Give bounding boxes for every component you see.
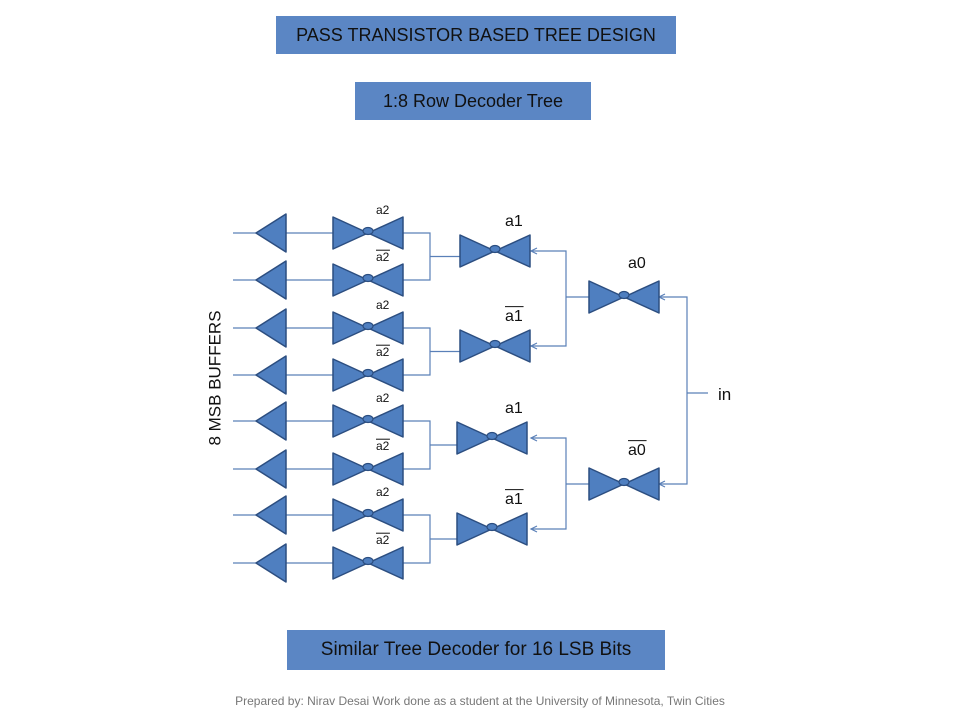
page-title: PASS TRANSISTOR BASED TREE DESIGN xyxy=(276,16,676,54)
buffer-2 xyxy=(255,260,287,300)
buffer-6 xyxy=(255,449,287,489)
page-subtitle: 1:8 Row Decoder Tree xyxy=(355,82,591,120)
input-branch-wire xyxy=(659,296,688,485)
pass-transistor-a2-2 xyxy=(332,263,404,297)
pass-transistor-a1-1 xyxy=(459,234,531,268)
pass-transistor-a0-1 xyxy=(588,280,660,314)
pass-transistor-a2-8 xyxy=(332,546,404,580)
pass-transistor-a2-3 xyxy=(332,311,404,345)
a0-branch-arrow-top-2 xyxy=(529,434,538,442)
label-a0-1: a0 xyxy=(628,255,646,272)
label-a2-7: a2 xyxy=(376,485,390,499)
a0-branch-arrow-top-1 xyxy=(529,247,538,255)
label-a1-1: a1 xyxy=(505,213,523,230)
a0-branch-arrow-bottom-2 xyxy=(529,525,538,533)
a0-branch-wire-2 xyxy=(531,437,567,530)
input-label: in xyxy=(718,385,731,404)
bottom-note: Similar Tree Decoder for 16 LSB Bits xyxy=(287,630,665,670)
buffer-7 xyxy=(255,495,287,535)
pass-transistor-a1-3 xyxy=(456,421,528,455)
wires xyxy=(233,232,708,564)
a0-branch-arrow-bottom-1 xyxy=(529,342,538,350)
label-a2-5: a2 xyxy=(376,391,390,405)
pass-transistor-a1-2 xyxy=(459,329,531,363)
label-a1-4: a1 xyxy=(505,491,523,508)
label-a1-3: a1 xyxy=(505,400,523,417)
label-a2-3: a2 xyxy=(376,298,390,312)
pass-transistor-a2-6 xyxy=(332,452,404,486)
a1-branch-wire-2 xyxy=(403,327,431,376)
label-a2-2: a2 xyxy=(376,250,390,264)
label-a0-2: a0 xyxy=(628,442,646,459)
buffer-4 xyxy=(255,355,287,395)
a1-branch-wire-4 xyxy=(403,514,431,564)
label-a2-1: a2 xyxy=(376,203,390,217)
a1-branch-wire-3 xyxy=(403,420,431,470)
label-a2-6: a2 xyxy=(376,439,390,453)
buffer-group-label: 8 MSB BUFFERS xyxy=(205,310,224,445)
buffer-1 xyxy=(255,213,287,253)
pass-transistor-a1-4 xyxy=(456,512,528,546)
buffer-8 xyxy=(255,543,287,583)
label-a1-2: a1 xyxy=(505,308,523,325)
label-a2-8: a2 xyxy=(376,533,390,547)
signal-labels: a2 a2 a2 a2 a2 a2 a2 a2 a1 a1 a1 a1 a0 a0 xyxy=(376,203,647,547)
pass-transistor-a2-1 xyxy=(332,216,404,250)
pass-transistor-a2-7 xyxy=(332,498,404,532)
a1-branch-wire-1 xyxy=(403,232,431,281)
pass-transistor-a2-5 xyxy=(332,404,404,438)
decoder-shapes xyxy=(255,213,660,583)
footer-credit: Prepared by: Nirav Desai Work done as a … xyxy=(235,694,725,708)
buffer-5 xyxy=(255,401,287,441)
buffer-3 xyxy=(255,308,287,348)
a0-branch-wire-1 xyxy=(531,250,567,347)
pass-transistor-a0-2 xyxy=(588,467,660,501)
label-a2-4: a2 xyxy=(376,345,390,359)
pass-transistor-a2-4 xyxy=(332,358,404,392)
